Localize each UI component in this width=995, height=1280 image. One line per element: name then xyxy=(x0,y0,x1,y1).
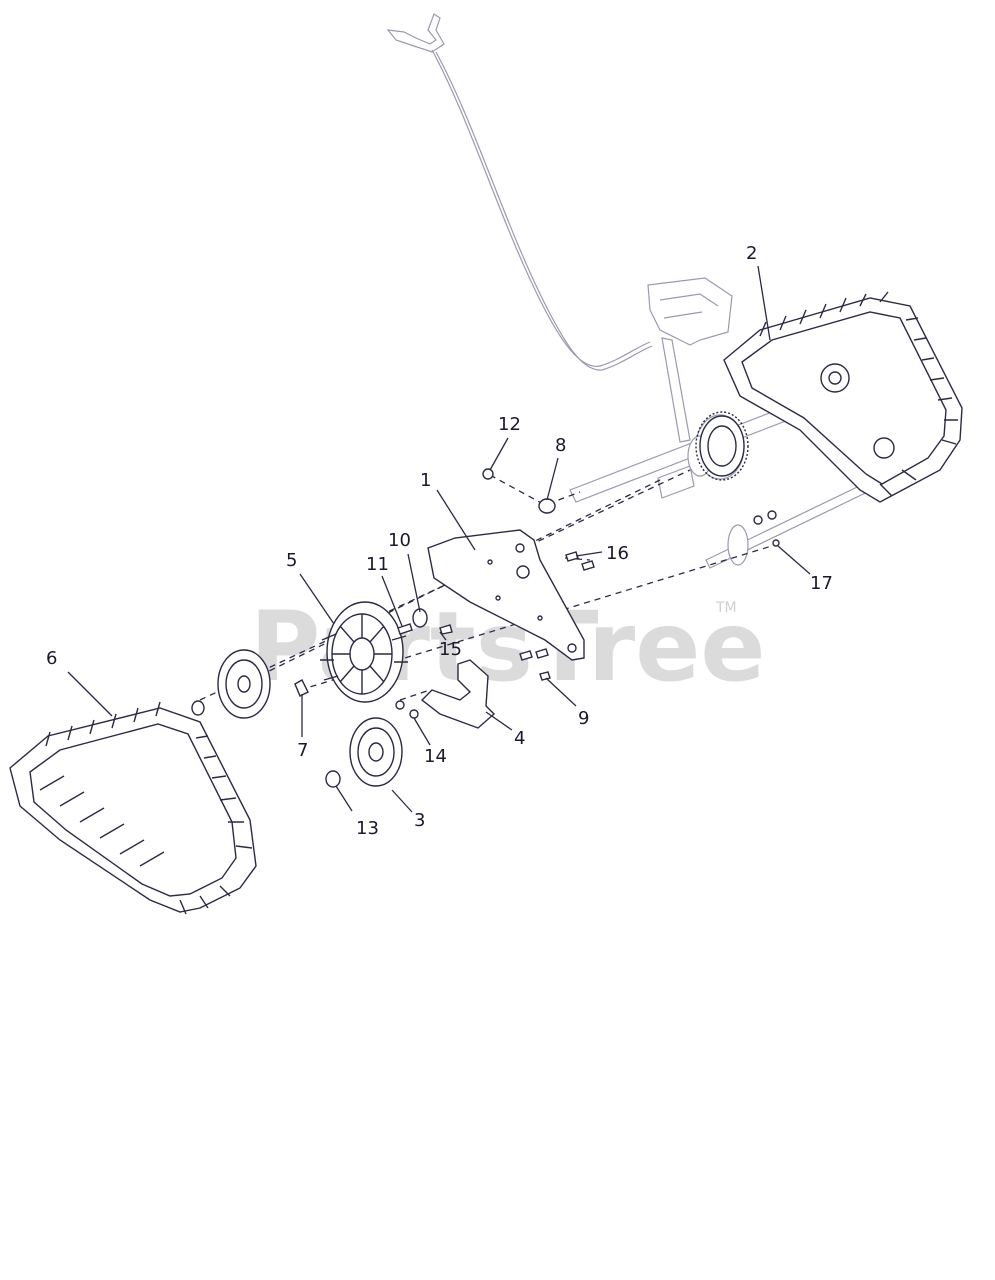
callout-17: 17 xyxy=(810,573,833,594)
callout-leader-lines xyxy=(67,265,811,813)
callout-16: 16 xyxy=(606,543,629,564)
callout-5: 5 xyxy=(286,550,297,571)
part-14-nut-b xyxy=(409,709,419,719)
callout-13: 13 xyxy=(356,818,379,839)
callout-9: 9 xyxy=(578,708,589,729)
part-15-bolt xyxy=(439,624,453,635)
part-9-pin xyxy=(539,671,551,681)
callout-14: 14 xyxy=(424,746,447,767)
callout-4: 4 xyxy=(514,728,525,749)
part-8-washer xyxy=(538,498,556,514)
control-lever-cable xyxy=(386,13,653,371)
part-6-front-wheel xyxy=(191,649,271,719)
callout-15: 15 xyxy=(439,639,462,660)
watermark-trademark: TM xyxy=(715,600,737,616)
part-3-bogie-wheel xyxy=(349,717,403,787)
callout-7: 7 xyxy=(297,740,308,761)
right-track-assembly xyxy=(723,291,963,503)
part-16-bolt-a xyxy=(565,551,579,562)
part-17-nut xyxy=(772,539,780,547)
part-4-bracket xyxy=(420,659,496,729)
callout-10: 10 xyxy=(388,530,411,551)
callout-labels: 1 2 3 4 5 6 7 8 9 10 11 12 13 14 15 16 1… xyxy=(46,243,833,839)
part-7-clip xyxy=(294,679,309,697)
left-track-assembly xyxy=(9,701,257,915)
part-13-nut xyxy=(325,770,341,788)
part-16-bolt-b xyxy=(581,560,595,571)
callout-11: 11 xyxy=(366,554,389,575)
part-1-side-plate xyxy=(427,529,585,661)
part-11-bolt xyxy=(397,623,413,635)
part-5-drive-sprocket xyxy=(320,601,408,703)
callout-6: 6 xyxy=(46,648,57,669)
callout-1: 1 xyxy=(420,470,431,491)
mount-bracket xyxy=(647,277,733,443)
right-sprocket-gear xyxy=(695,411,749,481)
callout-12: 12 xyxy=(498,414,521,435)
callout-2: 2 xyxy=(746,243,757,264)
callout-8: 8 xyxy=(555,435,566,456)
part-14-nut-a xyxy=(395,700,405,710)
callout-3: 3 xyxy=(414,810,425,831)
part-12-nut xyxy=(482,468,494,480)
lower-axle-shaft xyxy=(705,475,885,569)
hardware-pieces xyxy=(294,468,780,788)
